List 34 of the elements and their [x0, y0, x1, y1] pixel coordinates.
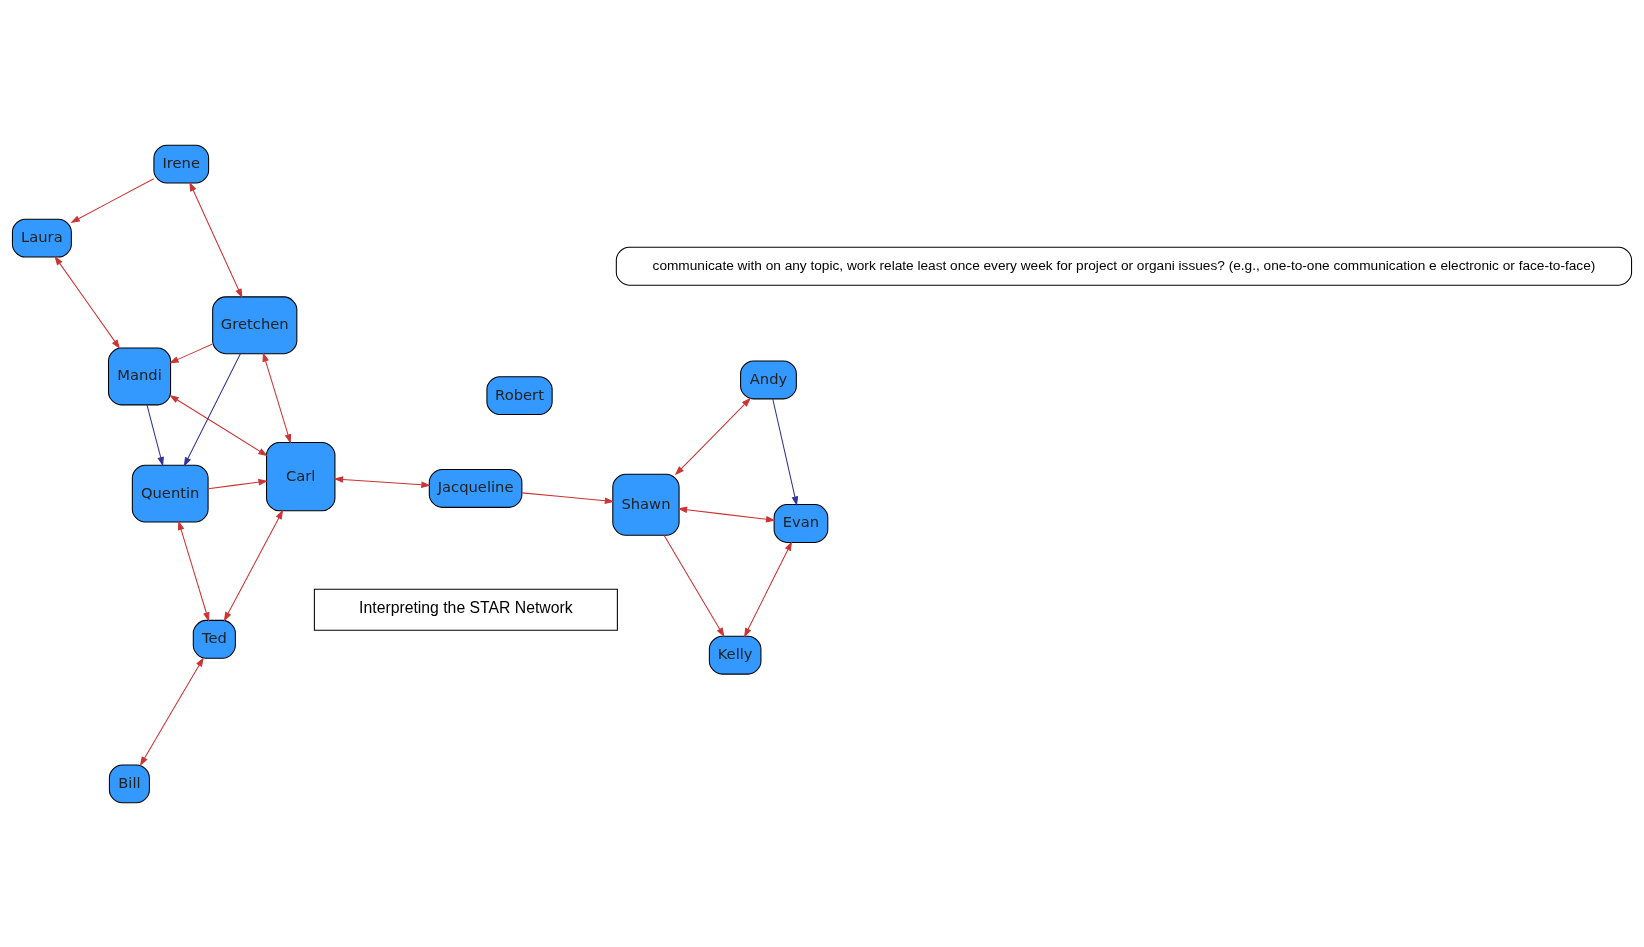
node-box: Interpreting the STAR Network — [313, 588, 618, 631]
arrow — [744, 540, 793, 637]
arrow — [207, 478, 268, 489]
arrow — [521, 491, 615, 504]
node-box: Laura — [11, 218, 72, 258]
arrow — [262, 351, 292, 444]
arrow — [54, 255, 121, 349]
arrow — [663, 534, 725, 637]
arrow — [333, 475, 431, 488]
arrow — [183, 352, 241, 467]
node-box: Mandi — [107, 347, 172, 405]
node-box: Irene — [153, 144, 210, 184]
arrow — [146, 404, 164, 466]
node-box: Jacqueline — [428, 468, 523, 508]
arrow — [674, 397, 751, 475]
node-box: communicate with on any topic, work relate least once every week for project or organi issues? (e.g., one-to-one communication e electronic or face-to-face) — [615, 246, 1633, 286]
node-box: Carl — [266, 441, 336, 511]
arrow — [139, 656, 204, 766]
node-box: Evan — [773, 503, 829, 543]
arrow — [772, 397, 799, 506]
node-box: Gretchen — [212, 295, 298, 354]
arrow — [169, 394, 268, 456]
arrow — [677, 505, 776, 523]
arrow — [169, 343, 214, 363]
arrow — [70, 177, 155, 223]
node-box: Kelly — [708, 635, 762, 675]
node-box: Quentin — [131, 464, 209, 523]
node-box: Ted — [192, 619, 236, 659]
arrow — [177, 520, 210, 622]
arrow — [223, 509, 284, 621]
arrow — [189, 181, 243, 298]
node-box: Andy — [740, 359, 797, 399]
node-box: Shawn — [612, 473, 680, 536]
node-box: Robert — [486, 375, 553, 415]
